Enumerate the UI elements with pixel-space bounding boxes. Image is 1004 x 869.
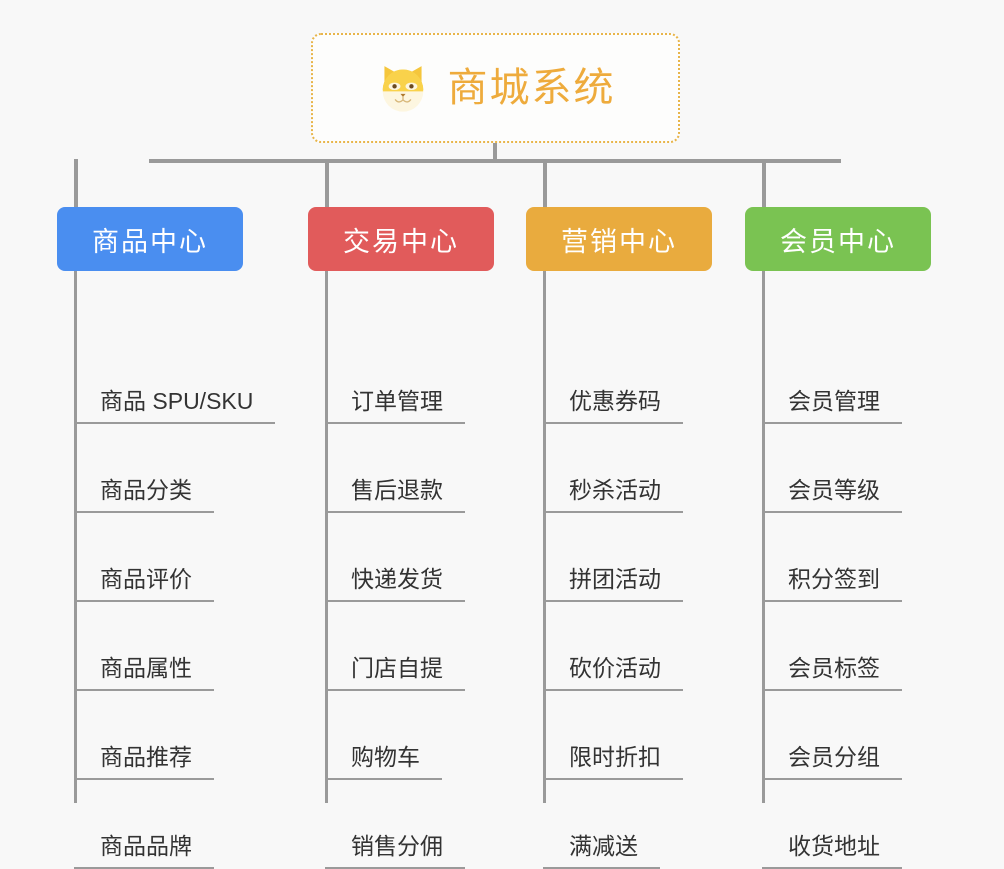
- list-item[interactable]: 订单管理: [308, 335, 494, 424]
- spine-member-center: [762, 271, 765, 803]
- list-item[interactable]: 拼团活动: [526, 513, 712, 602]
- list-item-label: 收货地址: [762, 833, 902, 869]
- list-item[interactable]: 收货地址: [745, 780, 931, 869]
- list-item[interactable]: 商品评价: [57, 513, 243, 602]
- list-item[interactable]: 积分签到: [745, 513, 931, 602]
- root-node-content: 商城系统: [376, 61, 616, 115]
- item-list-member-center: 会员管理会员等级积分签到会员标签会员分组收货地址: [745, 271, 931, 869]
- list-item[interactable]: 售后退款: [308, 424, 494, 513]
- item-list-product-center: 商品 SPU/SKU 商品分类商品评价商品属性商品推荐商品品牌: [57, 271, 276, 869]
- list-item-label: 购物车: [325, 744, 442, 780]
- list-item[interactable]: 限时折扣: [526, 691, 712, 780]
- list-item[interactable]: 商品品牌: [57, 780, 243, 869]
- category-header-marketing-center[interactable]: 营销中心: [526, 207, 712, 271]
- list-item[interactable]: 会员分组: [745, 691, 931, 780]
- column-member-center: 会员中心会员管理会员等级积分签到会员标签会员分组收货地址: [745, 207, 931, 869]
- list-item-label: 积分签到: [762, 566, 902, 602]
- list-item-label: 拼团活动: [543, 566, 683, 602]
- list-item-label: 会员标签: [762, 655, 902, 691]
- list-item-label: 商品品牌: [74, 833, 214, 869]
- list-item-label: 商品 SPU/SKU: [74, 388, 276, 424]
- list-item[interactable]: 会员等级: [745, 424, 931, 513]
- list-item[interactable]: 门店自提: [308, 602, 494, 691]
- list-item-label: 砍价活动: [543, 655, 683, 691]
- category-header-product-center[interactable]: 商品中心: [57, 207, 243, 271]
- list-item-label: 销售分佣: [325, 833, 465, 869]
- column-marketing-center: 营销中心优惠券码秒杀活动拼团活动砍价活动限时折扣满减送: [526, 207, 712, 869]
- item-list-trade-center: 订单管理售后退款快递发货门店自提购物车销售分佣: [308, 271, 494, 869]
- list-item-label: 秒杀活动: [543, 477, 683, 513]
- connector-drop-marketing-center: [543, 159, 547, 207]
- list-item-label: 快递发货: [325, 566, 465, 602]
- list-item-label: 会员等级: [762, 477, 902, 513]
- list-item-label: 商品分类: [74, 477, 214, 513]
- list-item-label: 优惠券码: [543, 388, 683, 424]
- list-item[interactable]: 会员管理: [745, 335, 931, 424]
- column-trade-center: 交易中心订单管理售后退款快递发货门店自提购物车销售分佣: [308, 207, 494, 869]
- list-item-label: 门店自提: [325, 655, 465, 691]
- spine-trade-center: [325, 271, 328, 803]
- mindmap-canvas: 商城系统 商品中心商品 SPU/SKU 商品分类商品评价商品属性商品推荐商品品牌 交…: [57, 33, 931, 869]
- list-item-label: 售后退款: [325, 477, 465, 513]
- connector-drop-member-center: [762, 159, 766, 207]
- list-item[interactable]: 快递发货: [308, 513, 494, 602]
- spine-product-center: [74, 271, 77, 803]
- list-item[interactable]: 商品分类: [57, 424, 243, 513]
- list-item-label: 商品属性: [74, 655, 214, 691]
- list-item[interactable]: 会员标签: [745, 602, 931, 691]
- category-header-trade-center[interactable]: 交易中心: [308, 207, 494, 271]
- connector-root-vertical: [493, 143, 497, 163]
- list-item[interactable]: 商品 SPU/SKU: [57, 335, 276, 424]
- list-item-label: 订单管理: [325, 388, 465, 424]
- list-item[interactable]: 购物车: [308, 691, 494, 780]
- list-item[interactable]: 销售分佣: [308, 780, 494, 869]
- list-item[interactable]: 优惠券码: [526, 335, 712, 424]
- connector-horizontal-bar: [149, 159, 841, 163]
- shiba-dog-icon: [376, 61, 430, 115]
- list-item[interactable]: 商品推荐: [57, 691, 243, 780]
- list-item-label: 商品评价: [74, 566, 214, 602]
- column-product-center: 商品中心商品 SPU/SKU 商品分类商品评价商品属性商品推荐商品品牌: [57, 207, 276, 869]
- list-item[interactable]: 砍价活动: [526, 602, 712, 691]
- connector-drop-trade-center: [325, 159, 329, 207]
- list-item-label: 限时折扣: [543, 744, 683, 780]
- list-item-label: 会员分组: [762, 744, 902, 780]
- spine-marketing-center: [543, 271, 546, 803]
- root-title: 商城系统: [447, 66, 616, 110]
- connector-drop-product-center: [74, 159, 78, 207]
- item-list-marketing-center: 优惠券码秒杀活动拼团活动砍价活动限时折扣满减送: [526, 271, 712, 869]
- list-item[interactable]: 商品属性: [57, 602, 243, 691]
- list-item[interactable]: 满减送: [526, 780, 712, 869]
- list-item[interactable]: 秒杀活动: [526, 424, 712, 513]
- list-item-label: 商品推荐: [74, 744, 214, 780]
- list-item-label: 会员管理: [762, 388, 902, 424]
- category-header-member-center[interactable]: 会员中心: [745, 207, 931, 271]
- list-item-label: 满减送: [543, 833, 660, 869]
- root-node[interactable]: 商城系统: [311, 33, 680, 143]
